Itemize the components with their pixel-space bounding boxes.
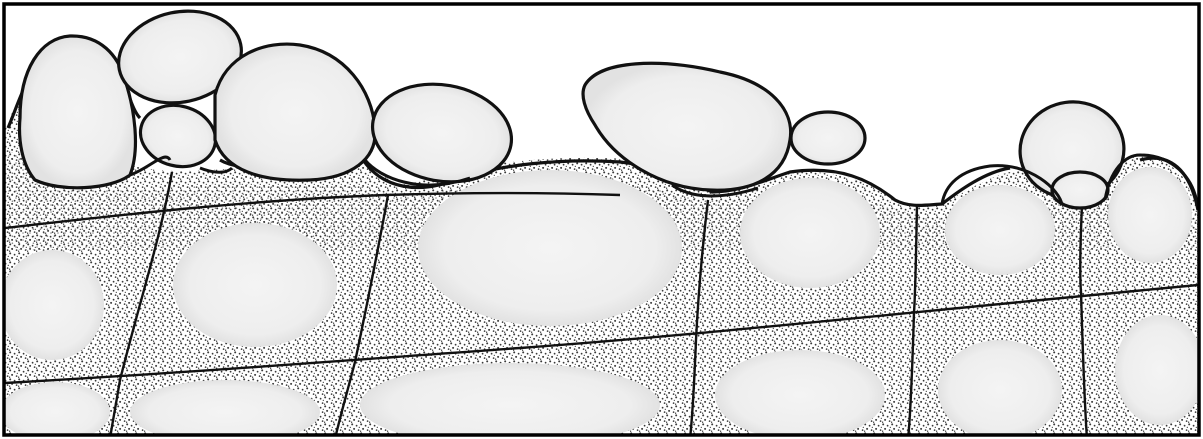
cell xyxy=(173,223,337,347)
cell xyxy=(0,250,104,360)
cell xyxy=(715,350,885,439)
cell xyxy=(1115,315,1203,425)
cell xyxy=(1108,167,1192,263)
cell xyxy=(938,340,1062,439)
surface-body xyxy=(791,112,865,164)
cell xyxy=(740,178,880,288)
cell xyxy=(945,185,1055,275)
